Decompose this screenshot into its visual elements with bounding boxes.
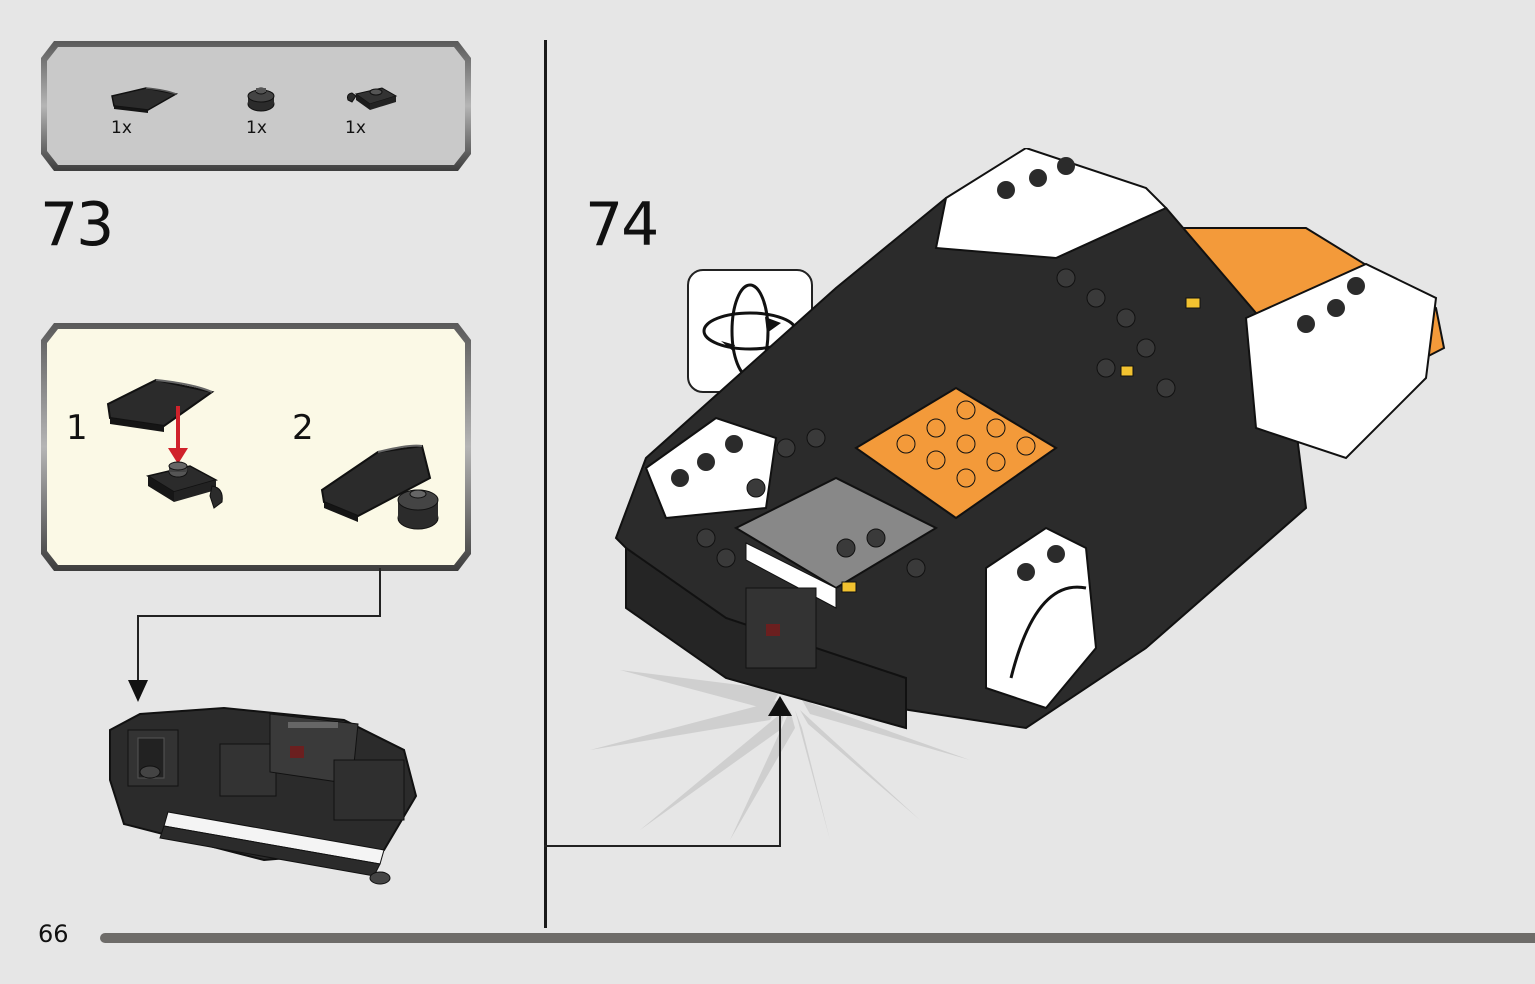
part-qty-curved-slope: 1x — [111, 118, 132, 138]
substep-1-assembly-illustration — [106, 378, 223, 509]
curved-slope-tile-icon — [111, 87, 179, 113]
step73-result-assembly-illustration — [109, 706, 418, 885]
substep-2-assembly-illustration — [320, 444, 439, 530]
page-number: 66 — [38, 920, 69, 948]
step-number-73: 73 — [40, 190, 114, 260]
part-qty-plate-with-clip: 1x — [345, 118, 366, 138]
substep-number-1: 1 — [66, 408, 88, 448]
callout-connector-arrow — [128, 568, 381, 702]
attachment-burst-highlight — [590, 660, 970, 840]
page-progress-bar — [100, 933, 1535, 943]
plate-with-clip-icon — [347, 87, 398, 110]
substep-number-2: 2 — [292, 408, 314, 448]
attach-position-arrow — [544, 696, 792, 847]
step-number-74: 74 — [585, 190, 659, 260]
part-qty-round-plate: 1x — [246, 118, 267, 138]
car-chassis-model-illustration — [614, 148, 1446, 730]
round-plate-icon — [247, 87, 275, 112]
step-divider-line — [544, 40, 547, 928]
